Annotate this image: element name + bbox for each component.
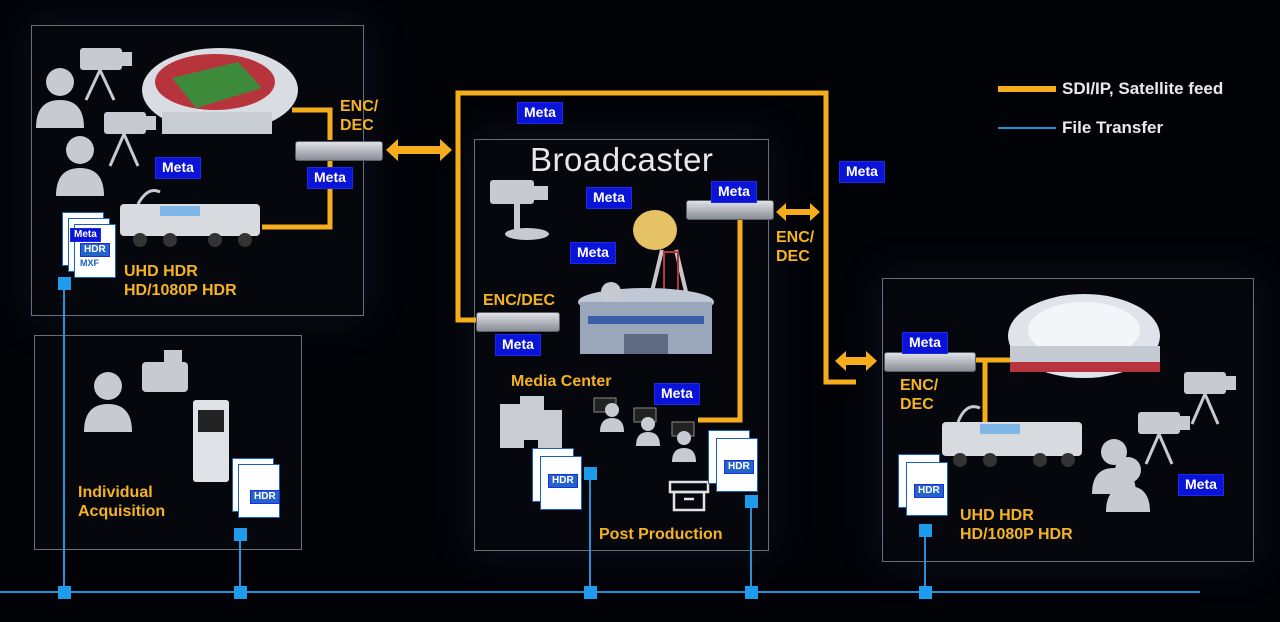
camera-icon bbox=[142, 362, 188, 392]
tower-icon bbox=[633, 210, 690, 301]
meta-badge: Meta bbox=[307, 167, 353, 189]
camera-icon bbox=[490, 180, 549, 240]
satellite-dish-icon bbox=[601, 282, 621, 302]
file-mxf-tag: MXF bbox=[80, 258, 99, 268]
encoder-device-broadcaster-top bbox=[686, 200, 774, 220]
camera-icon bbox=[1138, 372, 1236, 465]
enc-dec-right-label: ENC/DEC bbox=[900, 377, 939, 413]
camera-icon bbox=[80, 48, 156, 167]
enc-dec-left-label: ENC/DEC bbox=[340, 98, 379, 134]
file-node bbox=[58, 586, 71, 599]
file-hdr-tag: HDR bbox=[724, 460, 754, 474]
file-stack bbox=[898, 454, 948, 516]
file-node bbox=[919, 586, 932, 599]
meta-badge: Meta bbox=[586, 187, 632, 209]
person-icon bbox=[94, 372, 122, 400]
file-node bbox=[584, 467, 597, 480]
file-hdr-tag: HDR bbox=[80, 243, 110, 257]
arrow-bidirectional-icon bbox=[386, 139, 877, 371]
monitor-icon bbox=[593, 397, 696, 462]
dome-stadium-icon bbox=[1008, 294, 1160, 378]
legend-sdi-swatch bbox=[998, 86, 1056, 92]
meta-badge: Meta bbox=[711, 181, 757, 203]
file-hdr-tag: HDR bbox=[914, 484, 944, 498]
meta-badge: Meta bbox=[1178, 474, 1224, 496]
enc-dec-broadcaster-label: ENC/DEC bbox=[483, 292, 556, 309]
broadcaster-title: Broadcaster bbox=[530, 141, 714, 178]
media-center-label: Media Center bbox=[511, 373, 612, 390]
ob-van-icon bbox=[942, 405, 1082, 467]
post-production-label: Post Production bbox=[599, 526, 723, 543]
file-node bbox=[234, 586, 247, 599]
file-node bbox=[584, 586, 597, 599]
legend-file-swatch bbox=[998, 127, 1056, 129]
meta-badge: Meta bbox=[155, 157, 201, 179]
meta-badge: Meta bbox=[517, 102, 563, 124]
satellite-dish-icon bbox=[136, 189, 161, 205]
file-hdr-tag: HDR bbox=[250, 490, 280, 504]
encoder-device-left bbox=[295, 141, 383, 161]
file-node bbox=[58, 277, 71, 290]
encoder-device-right bbox=[884, 352, 976, 372]
meta-badge: Meta bbox=[654, 383, 700, 405]
meta-badge: Meta bbox=[570, 242, 616, 264]
file-stack bbox=[232, 458, 282, 518]
file-node bbox=[234, 528, 247, 541]
sdi-loop-top bbox=[455, 90, 856, 385]
person-icon bbox=[1092, 439, 1150, 512]
meta-badge: Meta bbox=[902, 332, 948, 354]
file-node bbox=[919, 524, 932, 537]
sdi-post-feed bbox=[698, 218, 743, 423]
server-icon bbox=[500, 396, 562, 454]
file-node bbox=[745, 495, 758, 508]
person-icon bbox=[36, 68, 104, 196]
legend-sdi-label: SDI/IP, Satellite feed bbox=[1062, 79, 1224, 98]
encoder-device-broadcaster bbox=[476, 312, 560, 332]
satellite-dish-icon bbox=[956, 405, 981, 423]
stadium-icon bbox=[142, 48, 298, 134]
enc-dec-mid-label: ENC/DEC bbox=[776, 229, 815, 265]
meta-badge: Meta bbox=[839, 161, 885, 183]
archive-box-icon bbox=[668, 480, 710, 512]
legend-file-label: File Transfer bbox=[1062, 118, 1164, 137]
sdi-left-stadium bbox=[292, 107, 333, 140]
meta-badge: Meta bbox=[495, 334, 541, 356]
file-hdr-tag: HDR bbox=[548, 474, 578, 488]
file-stack bbox=[708, 430, 758, 492]
file-node bbox=[745, 586, 758, 599]
ob-van-icon bbox=[120, 189, 260, 247]
building-icon bbox=[578, 282, 714, 354]
file-meta-tag: Meta bbox=[70, 228, 101, 242]
